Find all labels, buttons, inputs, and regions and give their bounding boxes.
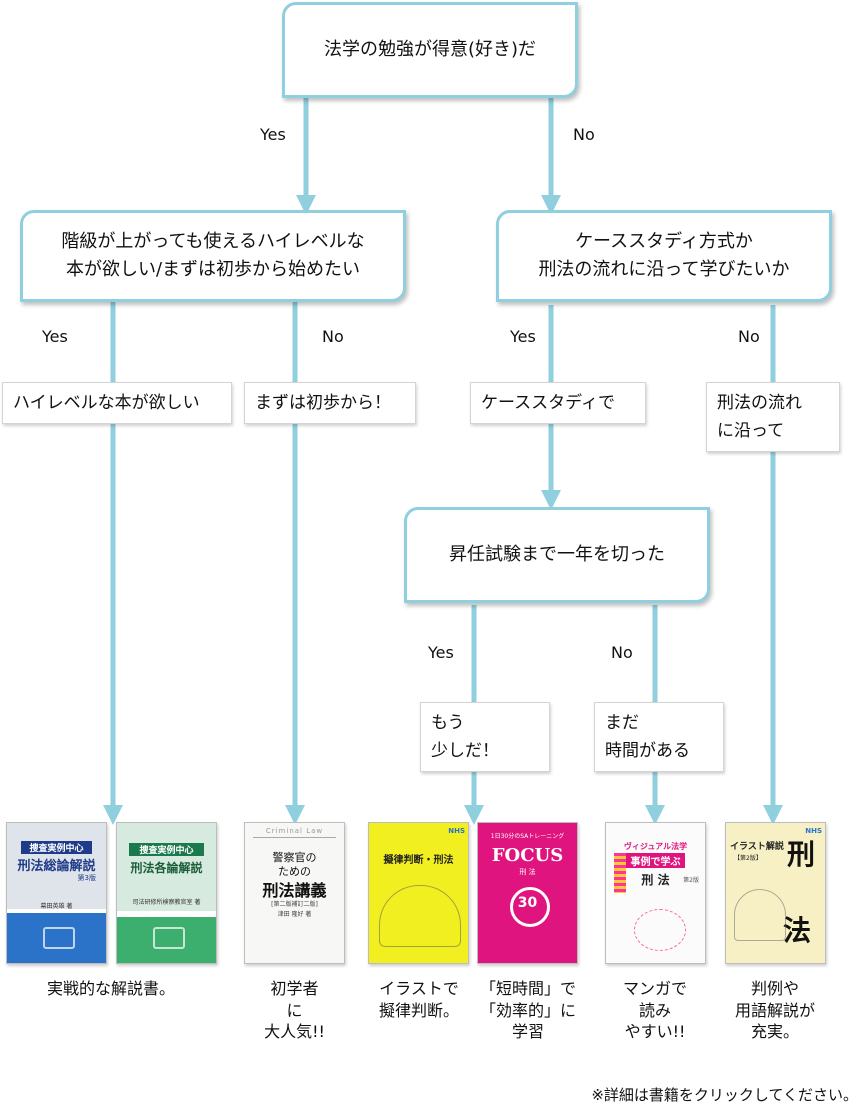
book2-title: 刑法各論解説 xyxy=(130,861,203,875)
book-cover-keiho-kogi[interactable]: Criminal Law 警察官の ための 刑法講義 [第二版補訂二版] 津田 … xyxy=(244,822,345,964)
label-yes-level: Yes xyxy=(42,327,68,346)
book-cover-keiho-kakuron[interactable]: 捜査実例中心 刑法各論解説 司法研修所検察教官室 著 xyxy=(116,822,217,964)
book3-author: 津田 隆好 著 xyxy=(277,911,312,918)
answer-almost: もう 少しだ！ xyxy=(420,702,550,773)
book1-series: 捜査実例中心 xyxy=(21,841,92,854)
book3-title2: ための xyxy=(278,865,311,878)
caption-giritsu: イラストで 擬律判断。 xyxy=(378,979,459,1020)
root-question-node: 法学の勉強が得意(好き)だ xyxy=(282,2,578,98)
caption-soron-kakuron: 実戦的な解説書。 xyxy=(46,979,175,998)
book2-series: 捜査実例中心 xyxy=(129,843,204,856)
book6-series: ヴィジュアル法学 xyxy=(623,842,688,851)
level-question-line2: 本が欲しい/まずは初歩から始めたい xyxy=(65,259,361,280)
book5-timer-icon xyxy=(510,887,550,927)
label-yes-root: Yes xyxy=(260,125,286,144)
book-cover-illust-keiho[interactable]: NHS イラスト解説 【第2版】 刑 法 xyxy=(725,822,826,964)
book1-logo-icon xyxy=(43,927,75,949)
answer-flow-line2: に沿って xyxy=(717,421,785,442)
book3-title3: 刑法講義 xyxy=(262,881,327,900)
level-question-line1: 階級が上がっても使えるハイレベルな xyxy=(61,231,365,253)
book6-badge: 第2版 xyxy=(683,877,699,884)
book7-edition: 【第2版】 xyxy=(734,855,762,862)
book7-main1: 刑 xyxy=(786,838,815,871)
caption-jirei: マンガで 読み やすい!! xyxy=(622,979,687,1042)
method-question-line2: 刑法の流れに沿って学びたいか xyxy=(538,259,790,280)
answer-flow-line1: 刑法の流れ xyxy=(717,393,802,413)
answer-time-line1: まだ xyxy=(605,713,639,733)
exam-question-node: 昇任試験まで一年を切った xyxy=(404,507,710,603)
book3-edition: [第二版補訂二版] xyxy=(271,901,318,908)
label-yes-exam: Yes xyxy=(428,643,454,662)
book1-author: 幕田英雄 著 xyxy=(40,903,73,910)
book6-title: 事例で学ぶ xyxy=(626,853,685,868)
label-no-method: No xyxy=(738,327,760,346)
caption-focus: 「短時間」で 「効率的」に 学習 xyxy=(479,979,576,1042)
answer-almost-line1: もう xyxy=(431,713,465,733)
answer-high-level-text: ハイレベルな本が欲しい xyxy=(13,393,200,413)
label-no-level: No xyxy=(322,327,344,346)
answer-case-study-text: ケーススタディで xyxy=(481,393,615,413)
book7-title: イラスト解説 xyxy=(730,842,784,852)
method-question-node: ケーススタディ方式か 刑法の流れに沿って学びたいか xyxy=(496,210,832,302)
book5-title: FOCUS xyxy=(491,845,564,866)
book4-title: 擬律判断・刑法 xyxy=(383,855,454,866)
book-cover-keiho-soron[interactable]: 捜査実例中心 刑法総論解説 第3版 幕田英雄 著 xyxy=(6,822,107,964)
answer-flow: 刑法の流れ に沿って xyxy=(706,382,840,453)
level-question-node: 階級が上がっても使えるハイレベルな 本が欲しい/まずは初歩から始めたい xyxy=(20,210,406,302)
book-cover-giritsu-handan[interactable]: NHS 擬律判断・刑法 xyxy=(368,822,469,964)
book-cover-focus[interactable]: 1日30分のSAトレーニング FOCUS 刑 法 30 xyxy=(477,822,578,964)
answer-time-left: まだ 時間がある xyxy=(594,702,724,773)
book3-title1: 警察官の xyxy=(272,851,317,864)
answer-almost-line2: 少しだ！ xyxy=(431,741,499,762)
book2-author: 司法研修所検察教官室 著 xyxy=(132,899,201,906)
caption-illust: 判例や 用語解説が 充実。 xyxy=(734,979,815,1042)
book7-main2: 法 xyxy=(782,914,811,947)
book-cover-jirei-keiho[interactable]: ヴィジュアル法学 事例で学ぶ 刑 法 第2版 xyxy=(605,822,706,964)
exam-question-text: 昇任試験まで一年を切った xyxy=(449,544,665,566)
answer-time-line2: 時間がある xyxy=(605,741,690,762)
answer-basics: まずは初歩から！ xyxy=(244,382,416,425)
answer-basics-text: まずは初歩から！ xyxy=(255,393,391,413)
label-no-root: No xyxy=(573,125,595,144)
label-no-exam: No xyxy=(611,643,633,662)
answer-high-level: ハイレベルな本が欲しい xyxy=(2,382,232,425)
book6-main: 刑 法 xyxy=(641,873,670,887)
book5-series: 1日30分のSAトレーニング xyxy=(490,833,565,840)
book3-series: Criminal Law xyxy=(265,827,324,835)
book5-subtitle: 刑 法 xyxy=(519,868,536,876)
caption-kogi: 初学者 に 大人気!! xyxy=(264,979,325,1042)
book2-logo-icon xyxy=(153,927,185,949)
book1-edition: 第3版 xyxy=(77,874,96,882)
book4-illustration-icon xyxy=(379,885,461,947)
method-question-line1: ケーススタディ方式か xyxy=(575,231,753,253)
book6-pattern-icon xyxy=(634,909,686,951)
book7-illustration-icon xyxy=(734,889,786,941)
book1-title: 刑法総論解説 xyxy=(17,859,96,874)
label-yes-method: Yes xyxy=(510,327,536,346)
root-question-text: 法学の勉強が得意(好き)だ xyxy=(323,39,537,61)
book5-number: 30 xyxy=(517,895,538,911)
answer-case-study: ケーススタディで xyxy=(470,382,646,425)
book7-badge: NHS xyxy=(805,827,822,835)
footer-note: ※詳細は書籍をクリックしてください。 xyxy=(591,1086,858,1104)
book4-badge: NHS xyxy=(448,827,465,835)
